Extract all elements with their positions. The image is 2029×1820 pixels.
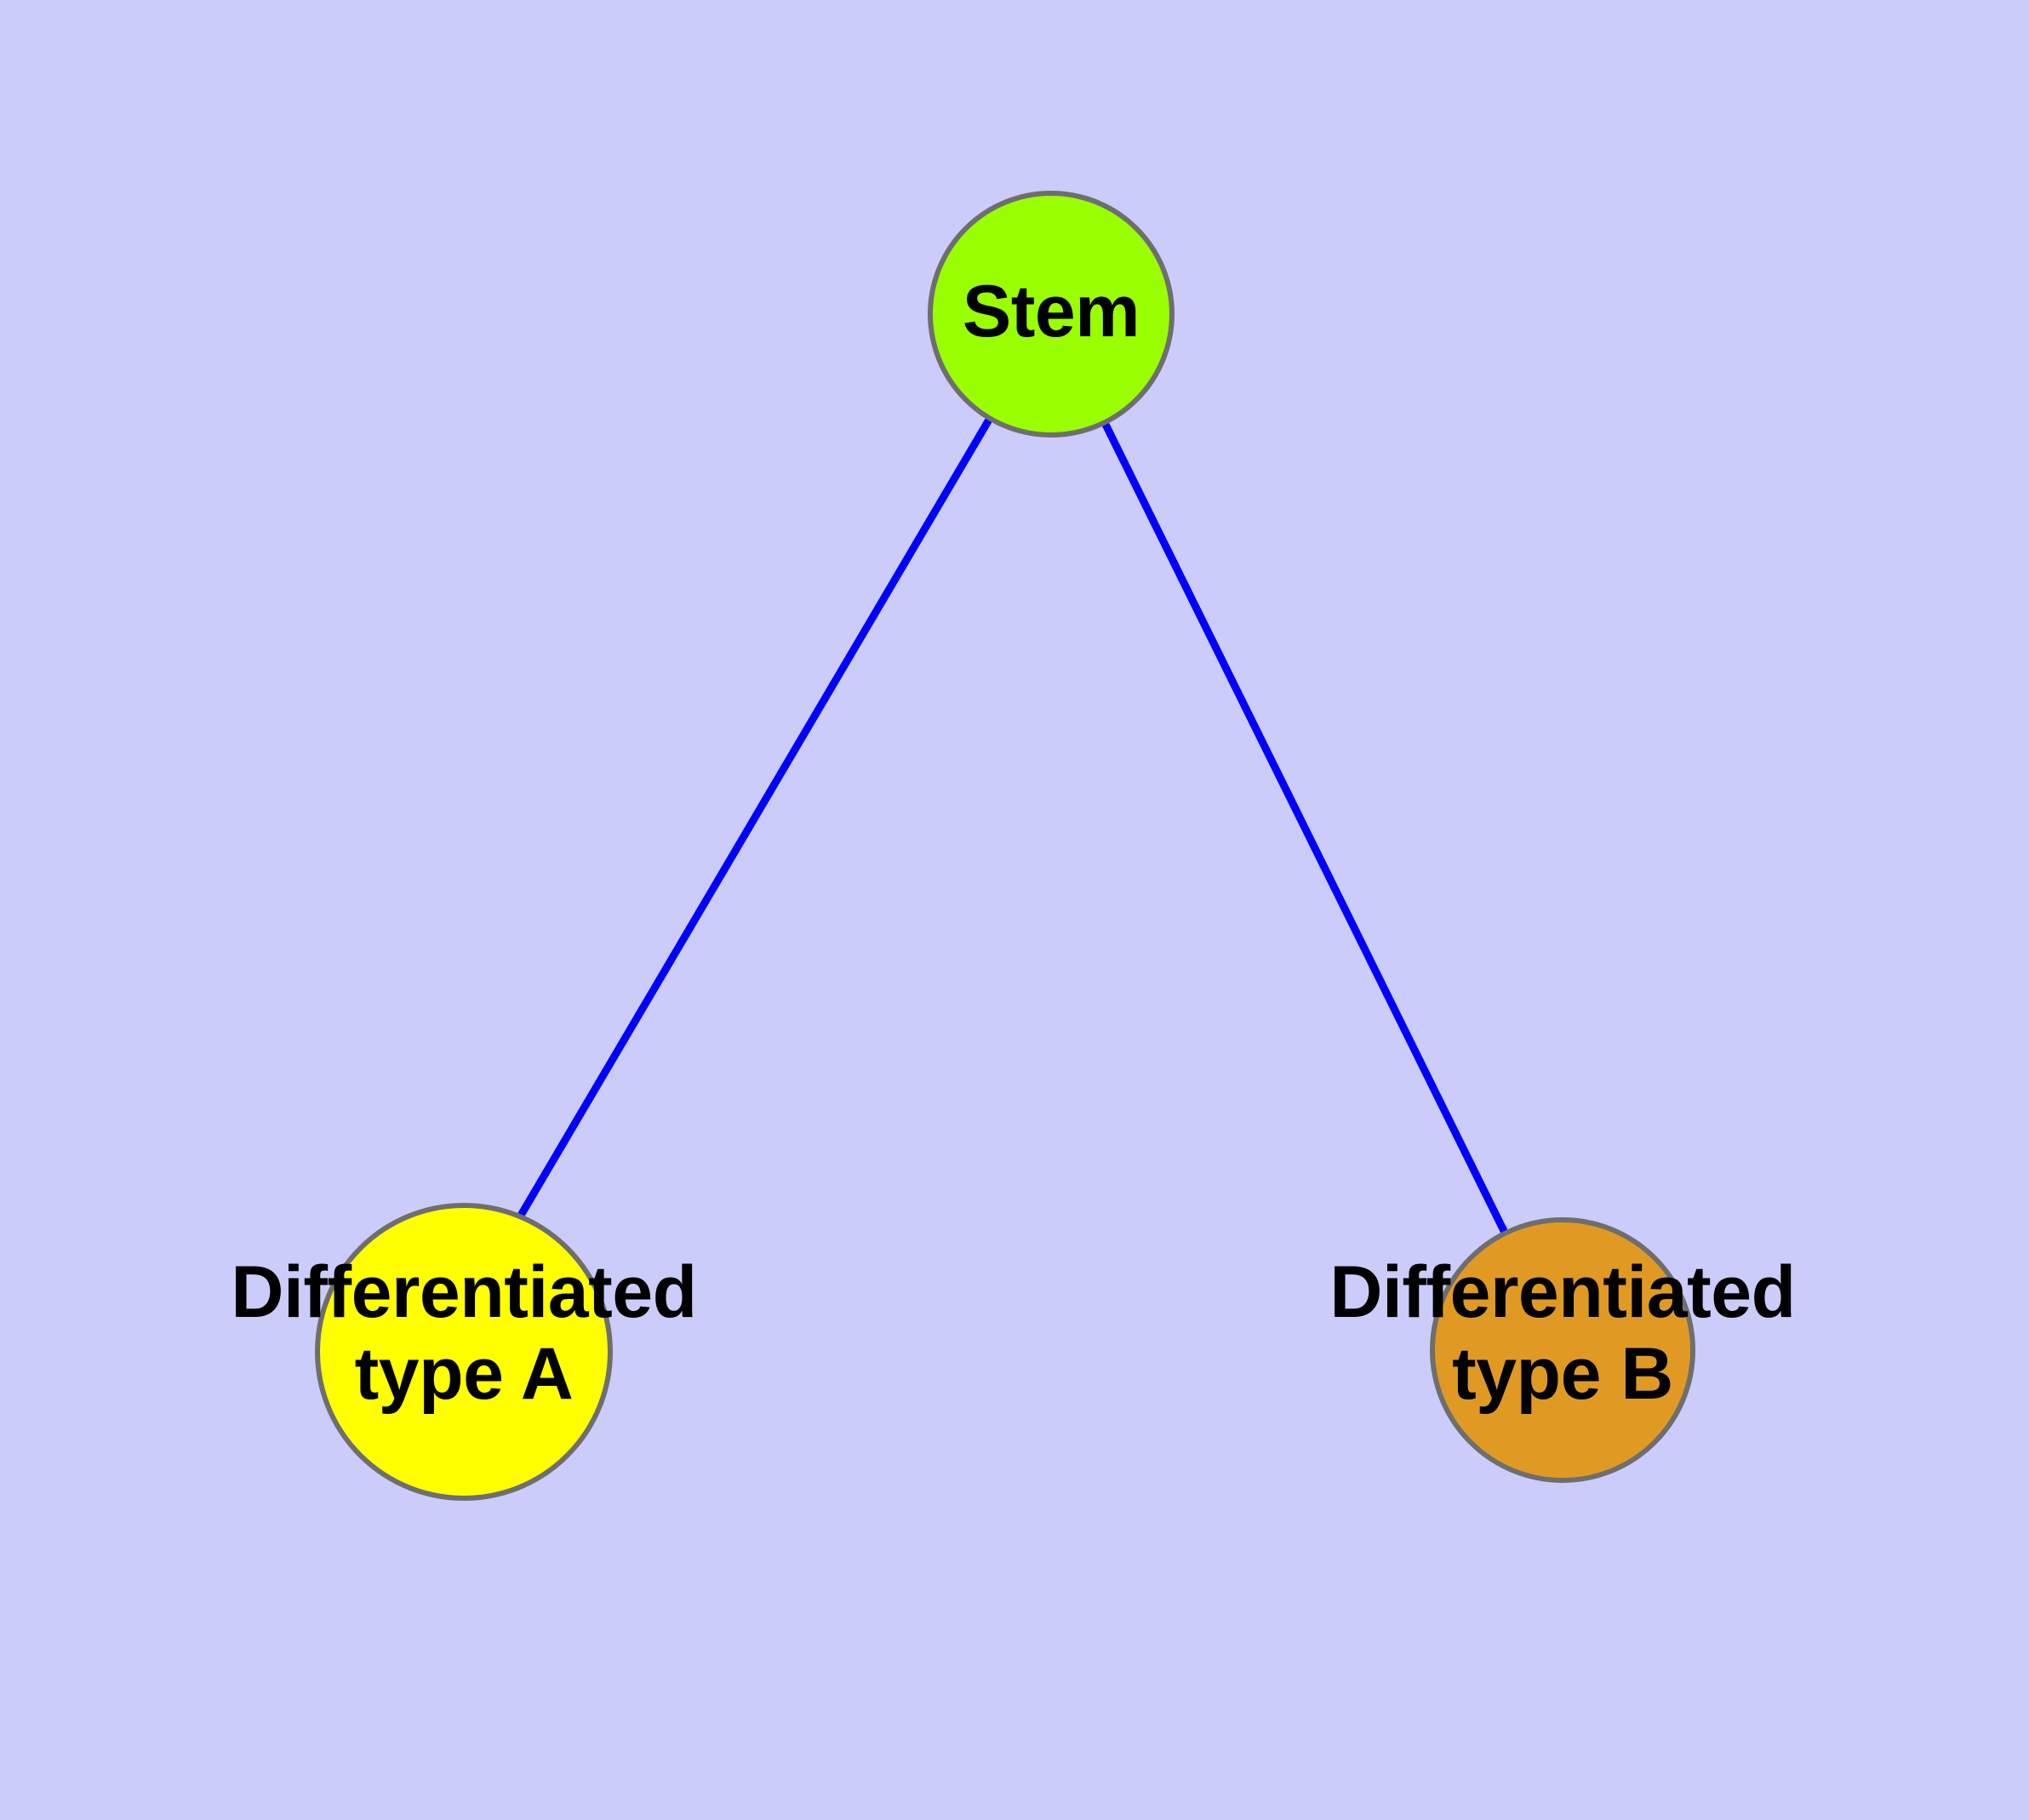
edge-stem-to-differentiated-type-b[interactable] (1047, 310, 1511, 1240)
node-stem-label: Stem (962, 271, 1140, 352)
edge-stem-to-differentiated-type-a[interactable] (506, 310, 1055, 1237)
node-differentiated-type-a[interactable] (315, 1203, 613, 1501)
node-stem[interactable] (928, 191, 1175, 438)
node-differentiated-type-b[interactable] (1430, 1217, 1695, 1483)
node-differentiated-type-a-label: Differentiated type A (231, 1251, 697, 1416)
node-differentiated-type-b-label: Differentiated type B (1329, 1251, 1796, 1416)
